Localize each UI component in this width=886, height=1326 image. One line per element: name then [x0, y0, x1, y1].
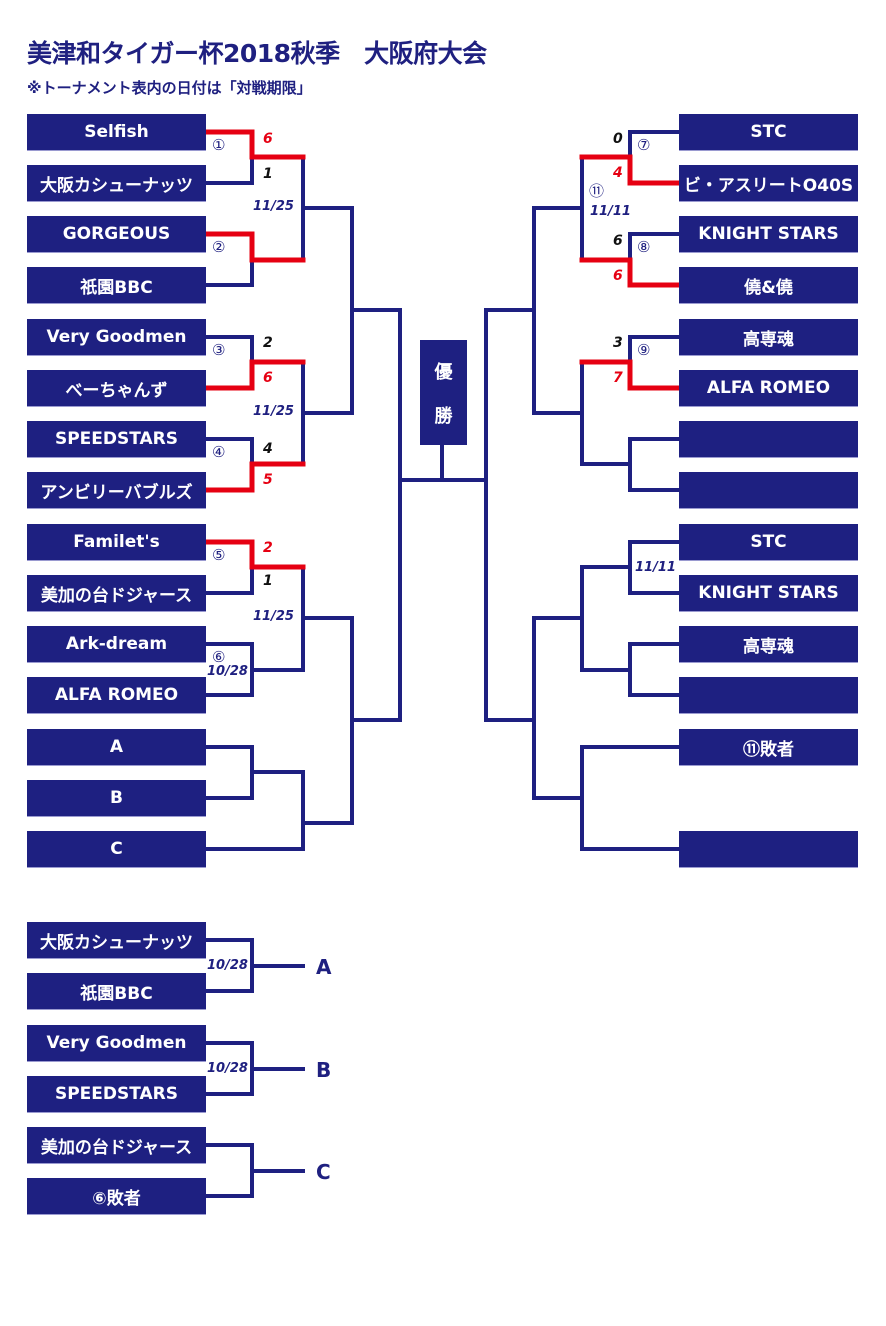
team-slot: 美加の台ドジャース	[27, 575, 206, 611]
team-slot: ビ・アスリートO40S	[679, 165, 858, 201]
match-number: ⑧	[637, 238, 651, 256]
match-number: ①	[212, 136, 226, 154]
score: 6	[263, 131, 273, 147]
match-number: ④	[212, 443, 226, 461]
team-slot: 高専魂	[679, 626, 858, 662]
team-slot: KNIGHT STARS	[679, 575, 858, 611]
team-slot: ALFA ROMEO	[27, 677, 206, 713]
team-slot: Ark-dream	[27, 626, 206, 662]
score: 4	[613, 165, 623, 181]
team-slot-empty	[679, 677, 858, 713]
match-number: ⑪	[589, 182, 605, 200]
deadline-date: 10/28	[207, 664, 248, 679]
team-slot: STC	[679, 524, 858, 560]
team-slot-empty	[679, 472, 858, 508]
score: 6	[613, 268, 623, 284]
score: 3	[613, 335, 623, 351]
match-number: ⑥	[212, 648, 226, 666]
deadline-date: 10/28	[207, 958, 248, 973]
champion-box: 優 勝	[420, 340, 467, 445]
team-slot: Selfish	[27, 114, 206, 150]
team-slot: べーちゃんず	[27, 370, 206, 406]
deadline-date: 11/11	[590, 204, 631, 219]
score: 1	[263, 573, 273, 589]
team-slot: KNIGHT STARS	[679, 216, 858, 252]
deadline-date: 10/28	[207, 1061, 248, 1076]
deadline-date: 11/25	[253, 199, 294, 214]
deadline-date: 11/11	[635, 560, 676, 575]
team-slot: Familet's	[27, 524, 206, 560]
team-slot: Very Goodmen	[27, 319, 206, 355]
team-slot: ⑪敗者	[679, 729, 858, 765]
team-slot: Very Goodmen	[27, 1025, 206, 1061]
score: 2	[263, 540, 273, 556]
deadline-date: 11/25	[253, 404, 294, 419]
team-slot: 高専魂	[679, 319, 858, 355]
team-slot: 美加の台ドジャース	[27, 1127, 206, 1163]
navy-lines	[204, 130, 681, 1198]
team-slot-empty	[679, 421, 858, 457]
match-number: ③	[212, 341, 226, 359]
score: 4	[263, 441, 273, 457]
team-slot-empty	[679, 831, 858, 867]
team-slot: 大阪カシューナッツ	[27, 165, 206, 201]
winner-lines	[203, 129, 682, 570]
team-slot: ALFA ROMEO	[679, 370, 858, 406]
team-slot: アンビリーバブルズ	[27, 472, 206, 508]
team-slot: B	[27, 780, 206, 816]
match-number: ⑤	[212, 546, 226, 564]
team-slot: SPEEDSTARS	[27, 1076, 206, 1112]
playoff-label: A	[316, 955, 332, 979]
team-slot: 祇園BBC	[27, 973, 206, 1009]
score: 2	[263, 335, 273, 351]
team-slot: ⑥敗者	[27, 1178, 206, 1214]
champion-label-1: 優	[434, 361, 453, 383]
score: 0	[613, 131, 623, 147]
playoff-label: B	[316, 1058, 332, 1082]
date-note: ※トーナメント表内の日付は「対戦期限」	[27, 79, 312, 97]
team-slot: GORGEOUS	[27, 216, 206, 252]
score: 6	[263, 370, 273, 386]
score: 5	[263, 472, 273, 488]
team-slot: 僥&僥	[679, 267, 858, 303]
page-title: 美津和タイガー杯2018秋季 大阪府大会	[27, 39, 487, 68]
champion-label-2: 勝	[434, 405, 453, 427]
team-slot: C	[27, 831, 206, 867]
match-number: ⑦	[637, 136, 651, 154]
match-number: ②	[212, 238, 226, 256]
score: 6	[613, 233, 623, 249]
deadline-date: 11/25	[253, 609, 294, 624]
playoff-label: C	[316, 1160, 331, 1184]
score: 7	[613, 370, 623, 386]
team-slot: SPEEDSTARS	[27, 421, 206, 457]
match-number: ⑨	[637, 341, 651, 359]
team-slot: 大阪カシューナッツ	[27, 922, 206, 958]
team-slot: STC	[679, 114, 858, 150]
team-slot: 祇園BBC	[27, 267, 206, 303]
team-slot: A	[27, 729, 206, 765]
score: 1	[263, 166, 273, 182]
